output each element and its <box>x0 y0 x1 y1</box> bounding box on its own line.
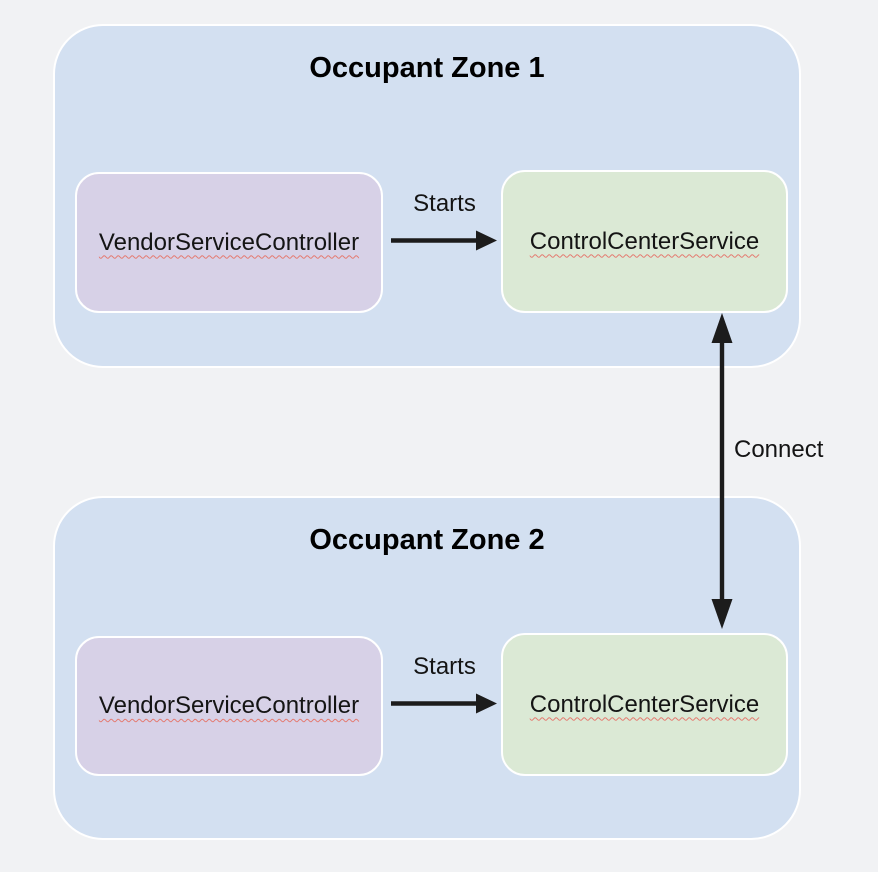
connect-label: Connect <box>734 436 824 463</box>
control-center-service-zone1: ControlCenterService <box>501 170 788 313</box>
zone-2-title: Occupant Zone 2 <box>309 524 545 556</box>
control-center-service-zone2: ControlCenterService <box>501 633 788 776</box>
node-label: VendorServiceController <box>98 692 360 719</box>
zone-1-title: Occupant Zone 1 <box>309 52 545 84</box>
starts-label-zone1: Starts <box>413 190 476 217</box>
starts-label-zone2: Starts <box>413 653 476 680</box>
occupant-zone-2: Occupant Zone 2 VendorServiceController … <box>53 496 801 840</box>
node-label: ControlCenterService <box>529 227 760 255</box>
occupant-zone-1: Occupant Zone 1 VendorServiceController … <box>53 24 801 368</box>
vendor-service-controller-zone2: VendorServiceController <box>75 636 383 776</box>
vendor-service-controller-zone1: VendorServiceController <box>75 172 383 313</box>
node-label: ControlCenterService <box>529 690 760 718</box>
node-label: VendorServiceController <box>98 228 360 256</box>
